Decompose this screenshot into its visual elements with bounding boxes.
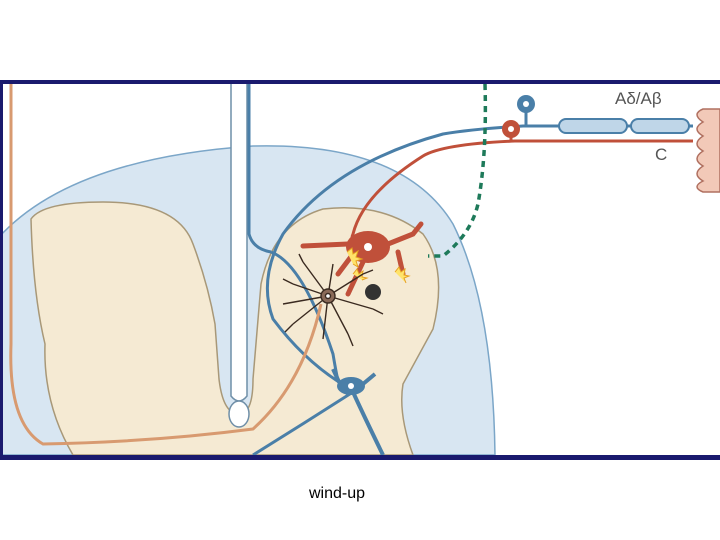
median-septum xyxy=(230,84,248,402)
descending-tract-left xyxy=(247,84,272,254)
fiber-label-a: Aδ/Aβ xyxy=(615,89,662,108)
caption: wind-up xyxy=(308,485,366,502)
synapse-spark-icon xyxy=(346,247,364,269)
skin xyxy=(696,108,720,193)
interneuron xyxy=(282,253,384,347)
projection-neuron xyxy=(300,221,424,297)
myelin-sheath-2 xyxy=(630,118,690,134)
myelin-sheath-1 xyxy=(558,118,628,134)
ascending-neuron xyxy=(331,368,385,455)
fiber-label-c: C xyxy=(655,145,667,164)
descending-inhibitory-path xyxy=(428,84,488,258)
lower-blue-tract xyxy=(252,390,354,455)
central-canal xyxy=(228,400,250,428)
figure-frame: Aδ/Aβ C xyxy=(0,80,720,460)
glial-cell-icon xyxy=(365,284,381,300)
synapse-spark-icon-3 xyxy=(352,268,369,281)
a-fiber xyxy=(265,124,693,384)
grey-matter xyxy=(30,201,440,455)
spinal-cord-diagram: Aδ/Aβ C xyxy=(3,84,720,455)
projection-tract xyxy=(9,84,323,446)
synapse-spark-icon-2 xyxy=(394,266,411,284)
